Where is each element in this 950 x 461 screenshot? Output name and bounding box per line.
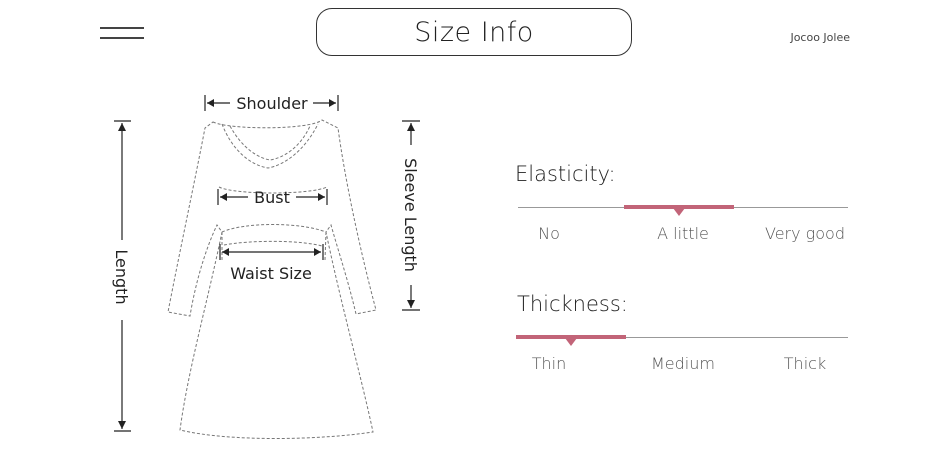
shoulder-label: Shoulder: [236, 94, 308, 113]
elasticity-option-very-good: Very good: [764, 224, 845, 243]
dimension-arrows: [114, 95, 420, 432]
elasticity-option-no: No: [538, 224, 560, 243]
menu-icon[interactable]: [100, 27, 144, 41]
dress-outline: [167, 119, 377, 439]
waist-label: Waist Size: [230, 264, 312, 283]
thickness-option-thick: Thick: [783, 354, 827, 373]
thickness-track: [518, 337, 848, 338]
elasticity-marker: [624, 205, 734, 209]
elasticity-title: Elasticity:: [515, 162, 616, 186]
brand-name: Jocoo Jolee: [790, 31, 850, 44]
thickness-pointer-icon: [565, 338, 577, 346]
thickness-option-medium: Medium: [651, 354, 715, 373]
sleeve-length-label: Sleeve Length: [401, 158, 420, 272]
thickness-title: Thickness:: [517, 292, 628, 316]
bust-label: Bust: [254, 188, 290, 207]
elasticity-option-a-little: A little: [657, 224, 709, 243]
thickness-option-thin: Thin: [531, 354, 567, 373]
page-title: Size Info: [316, 8, 632, 56]
length-label: Length: [112, 249, 131, 304]
elasticity-pointer-icon: [673, 208, 685, 216]
thickness-marker: [516, 335, 626, 339]
